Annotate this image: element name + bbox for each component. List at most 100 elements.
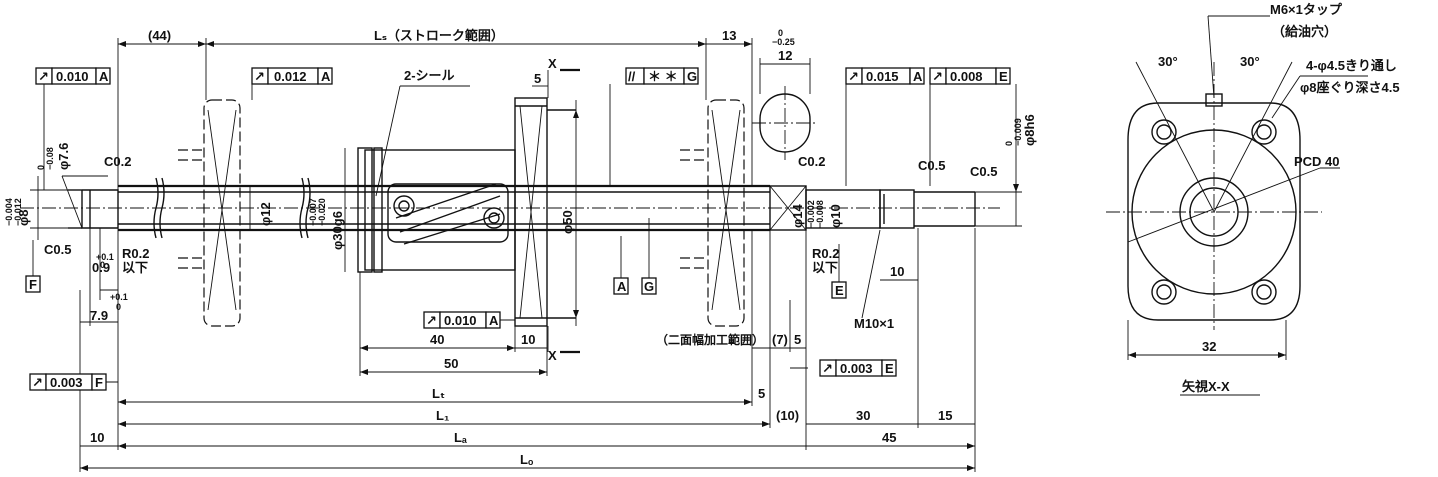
label-deg30b: 30° — [1240, 54, 1260, 69]
oval-detail — [752, 86, 818, 160]
label-pcd: PCD 40 — [1294, 154, 1340, 169]
tol-0-b: 0 — [116, 302, 121, 312]
fcf-7: ↗ 0.003 F — [29, 373, 107, 391]
datum-g: G — [644, 279, 654, 294]
svg-text:0.015: 0.015 — [866, 69, 899, 84]
dim-lo: Lₒ — [520, 452, 534, 467]
dim-10c: 10 — [890, 264, 904, 279]
svg-text:↗: ↗ — [848, 69, 859, 84]
ball-nut — [357, 97, 576, 327]
label-c02-right: C0.2 — [798, 154, 825, 169]
svg-text:0.003: 0.003 — [840, 361, 873, 376]
label-m10: M10×1 — [854, 316, 894, 331]
dimension-texts: (44) Lₛ（ストローク範囲） 13 0−0.25 12 5 40 10 50… — [4, 2, 1400, 467]
label-c05-a: C0.5 — [918, 158, 945, 173]
datum-e: E — [835, 283, 844, 298]
label-view: 矢視X-X — [1182, 379, 1230, 394]
dim-la: Lₐ — [454, 430, 467, 445]
fcf-3: // ＊ ＊ G — [625, 67, 699, 85]
label-ika-right: 以下 — [812, 260, 838, 275]
label-phi10: φ10 — [828, 204, 843, 228]
svg-text:F: F — [95, 375, 103, 390]
dim-5b: 5 — [758, 386, 765, 401]
fcf-6: ↗ 0.010 A — [423, 311, 501, 329]
screw-shaft — [20, 177, 1000, 239]
label-c05-left: C0.5 — [44, 242, 71, 257]
label-ika-left: 以下 — [122, 260, 148, 275]
svg-text:A: A — [99, 69, 109, 84]
svg-text:G: G — [687, 69, 697, 84]
svg-text:E: E — [999, 69, 1008, 84]
label-phi14: φ14 — [790, 203, 805, 228]
label-c02-left: C0.2 — [104, 154, 131, 169]
label-holes: 4-φ4.5きり通し — [1306, 58, 1397, 73]
right-support-phantom — [680, 99, 745, 327]
dim-30: 30 — [856, 408, 870, 423]
tol-p01-a: +0.1 — [96, 252, 114, 262]
left-support-phantom — [178, 99, 241, 327]
end-view — [1106, 15, 1368, 396]
label-m6: M6×1タップ — [1270, 2, 1343, 17]
dim-10a: 10 — [521, 332, 535, 347]
dim-l1: L₁ — [436, 408, 449, 423]
svg-text:↗: ↗ — [822, 361, 833, 376]
svg-text:A: A — [489, 313, 499, 328]
dim-40: 40 — [430, 332, 444, 347]
dim-12-tol: 0−0.25 — [772, 28, 795, 47]
label-two-seal: 2-シール — [404, 68, 455, 83]
datum-boxes: F A G E — [25, 218, 847, 299]
svg-text:↗: ↗ — [426, 313, 437, 328]
svg-text:A: A — [913, 69, 923, 84]
fcf-2: ↗ 0.012 A — [251, 67, 333, 85]
dim-7: (7) — [772, 332, 788, 347]
dim-45: 45 — [882, 430, 896, 445]
dim-lt: Lₜ — [432, 386, 445, 401]
fcf-1: ↗ 0.010 A — [35, 67, 111, 85]
dim-32: 32 — [1202, 339, 1216, 354]
fcf-4: ↗ 0.015 A — [845, 67, 925, 85]
label-phi8: φ8 — [16, 209, 31, 226]
dim-13: 13 — [722, 28, 736, 43]
svg-text:↗: ↗ — [932, 69, 943, 84]
label-nimen: （二面幅加工範囲） — [656, 332, 764, 347]
label-phi8-tol: −0.004−0.012 — [4, 198, 23, 226]
fcf-8: ↗ 0.003 E — [819, 359, 897, 377]
datum-f: F — [29, 277, 37, 292]
label-phi12: φ12 — [258, 202, 273, 226]
dim-10p: (10) — [776, 408, 799, 423]
datum-a: A — [617, 279, 627, 294]
tol-0-a: 0 — [100, 260, 105, 270]
svg-text:↗: ↗ — [32, 375, 43, 390]
label-x-top: X — [548, 56, 557, 71]
svg-text:0.008: 0.008 — [950, 69, 983, 84]
fcf-5: ↗ 0.008 E — [929, 67, 1011, 85]
dim-12: 12 — [778, 48, 792, 63]
svg-text:↗: ↗ — [254, 69, 265, 84]
svg-text:0.010: 0.010 — [56, 69, 89, 84]
label-x-bot: X — [548, 348, 557, 363]
dim-5c: 5 — [794, 332, 801, 347]
svg-text:0.003: 0.003 — [50, 375, 83, 390]
svg-text:A: A — [321, 69, 331, 84]
svg-text:E: E — [885, 361, 894, 376]
label-c05-b: C0.5 — [970, 164, 997, 179]
dim-ls: Lₛ（ストローク範囲） — [374, 28, 504, 43]
label-phi30g6: φ30g6 — [330, 211, 345, 250]
label-phi10-tol: −0.002−0.008 — [806, 200, 825, 228]
dim-15: 15 — [938, 408, 952, 423]
dim-0-9: 0.9 — [92, 260, 110, 275]
label-kyuyu: （給油穴） — [1272, 24, 1337, 39]
label-phi8h6-tol: 0−0.009 — [1004, 118, 1023, 146]
svg-text:0.010: 0.010 — [444, 313, 477, 328]
dimension-lines — [30, 38, 1022, 472]
label-r02-left: R0.2 — [122, 246, 149, 261]
dim-10b: 10 — [90, 430, 104, 445]
dim-5: 5 — [534, 71, 541, 86]
label-phi76: φ7.6 — [56, 143, 71, 170]
svg-text://: // — [628, 69, 636, 84]
label-r02-right: R0.2 — [812, 246, 839, 261]
label-counterbore: φ8座ぐり深さ4.5 — [1300, 80, 1400, 95]
arrowheads — [80, 41, 1286, 471]
svg-text:↗: ↗ — [38, 69, 49, 84]
label-deg30a: 30° — [1158, 54, 1178, 69]
